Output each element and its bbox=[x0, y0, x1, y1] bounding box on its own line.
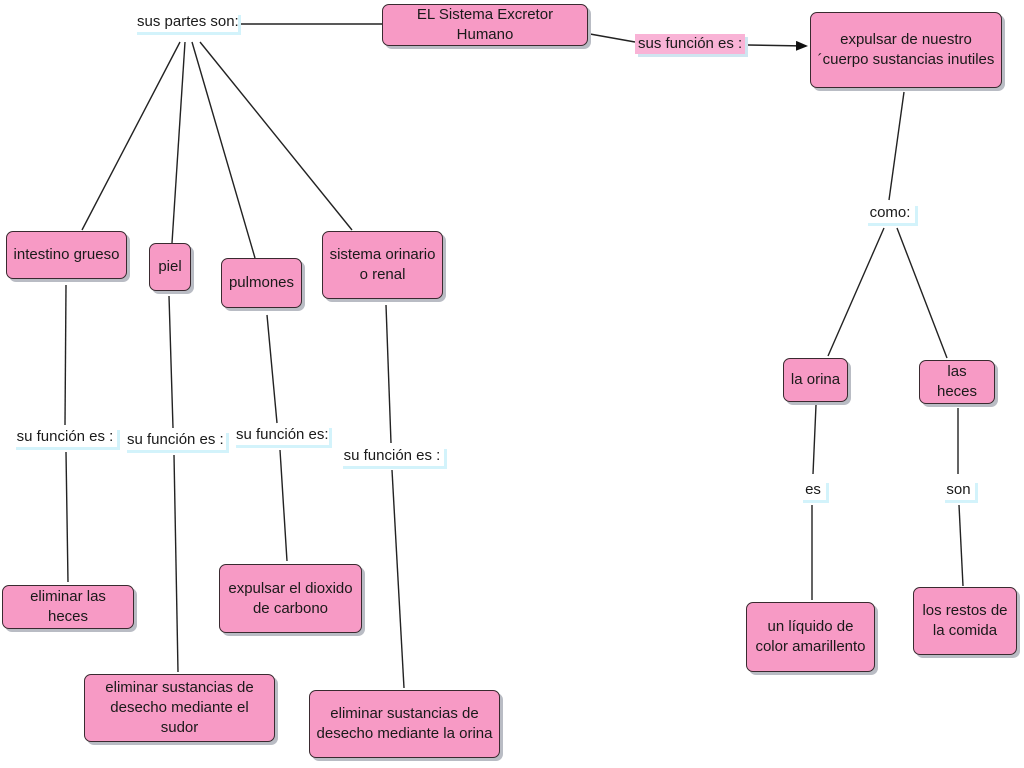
part-node-intestino-grueso[interactable]: intestino grueso bbox=[6, 231, 127, 279]
arrow-function-expulsar bbox=[747, 40, 808, 51]
heces-link-label: son bbox=[942, 480, 975, 500]
example-node-las-heces[interactable]: las heces bbox=[919, 360, 995, 404]
function-node-dioxido[interactable]: expulsar el dioxido de carbono bbox=[219, 564, 362, 633]
line-root-function bbox=[589, 33, 636, 43]
line-orina-es bbox=[812, 404, 817, 475]
line-label-sudor bbox=[173, 454, 179, 673]
line-parts-piel bbox=[171, 41, 186, 244]
line-intestino-label bbox=[64, 284, 67, 426]
line-renal-label bbox=[385, 304, 392, 444]
line-expulsar-como bbox=[888, 91, 905, 201]
line-label-heces bbox=[65, 451, 69, 583]
main-function-link-label: sus función es : bbox=[635, 34, 745, 54]
detail-node-restos-comida[interactable]: los restos de la comida bbox=[913, 587, 1017, 655]
main-function-node[interactable]: expulsar de nuestro ´cuerpo sustancias i… bbox=[810, 12, 1002, 88]
parts-link-label: sus partes son: bbox=[134, 12, 239, 32]
line-parts-pulmones bbox=[191, 41, 256, 259]
detail-node-liquido-amarillento[interactable]: un líquido de color amarillento bbox=[746, 602, 875, 672]
line-parts-intestino bbox=[81, 41, 181, 231]
line-son-restos bbox=[958, 504, 964, 587]
line-label-orina bbox=[391, 469, 405, 689]
renal-function-link-label: su función es : bbox=[340, 446, 444, 466]
line-label-dioxido bbox=[279, 449, 288, 562]
example-node-la-orina[interactable]: la orina bbox=[783, 358, 848, 402]
function-node-sudor[interactable]: eliminar sustancias de desecho mediante … bbox=[84, 674, 275, 742]
part-node-piel[interactable]: piel bbox=[149, 243, 191, 291]
pulmones-function-link-label: su función es: bbox=[233, 425, 329, 445]
line-parts-renal bbox=[199, 41, 353, 231]
examples-link-label: como: bbox=[865, 203, 915, 223]
line-piel-label bbox=[168, 295, 174, 429]
part-node-pulmones[interactable]: pulmones bbox=[221, 258, 302, 308]
part-node-sistema-renal[interactable]: sistema orinario o renal bbox=[322, 231, 443, 299]
function-node-eliminar-heces[interactable]: eliminar las heces bbox=[2, 585, 134, 629]
line-pulmones-label bbox=[266, 314, 278, 424]
function-node-orina[interactable]: eliminar sustancias de desecho mediante … bbox=[309, 690, 500, 758]
root-node[interactable]: EL Sistema Excretor Humano bbox=[382, 4, 588, 46]
intestino-function-link-label: su función es : bbox=[13, 427, 117, 447]
line-como-heces bbox=[896, 227, 948, 359]
line-como-orina bbox=[827, 227, 885, 357]
orina-link-label: es bbox=[800, 480, 826, 500]
piel-function-link-label: su función es : bbox=[124, 430, 226, 450]
